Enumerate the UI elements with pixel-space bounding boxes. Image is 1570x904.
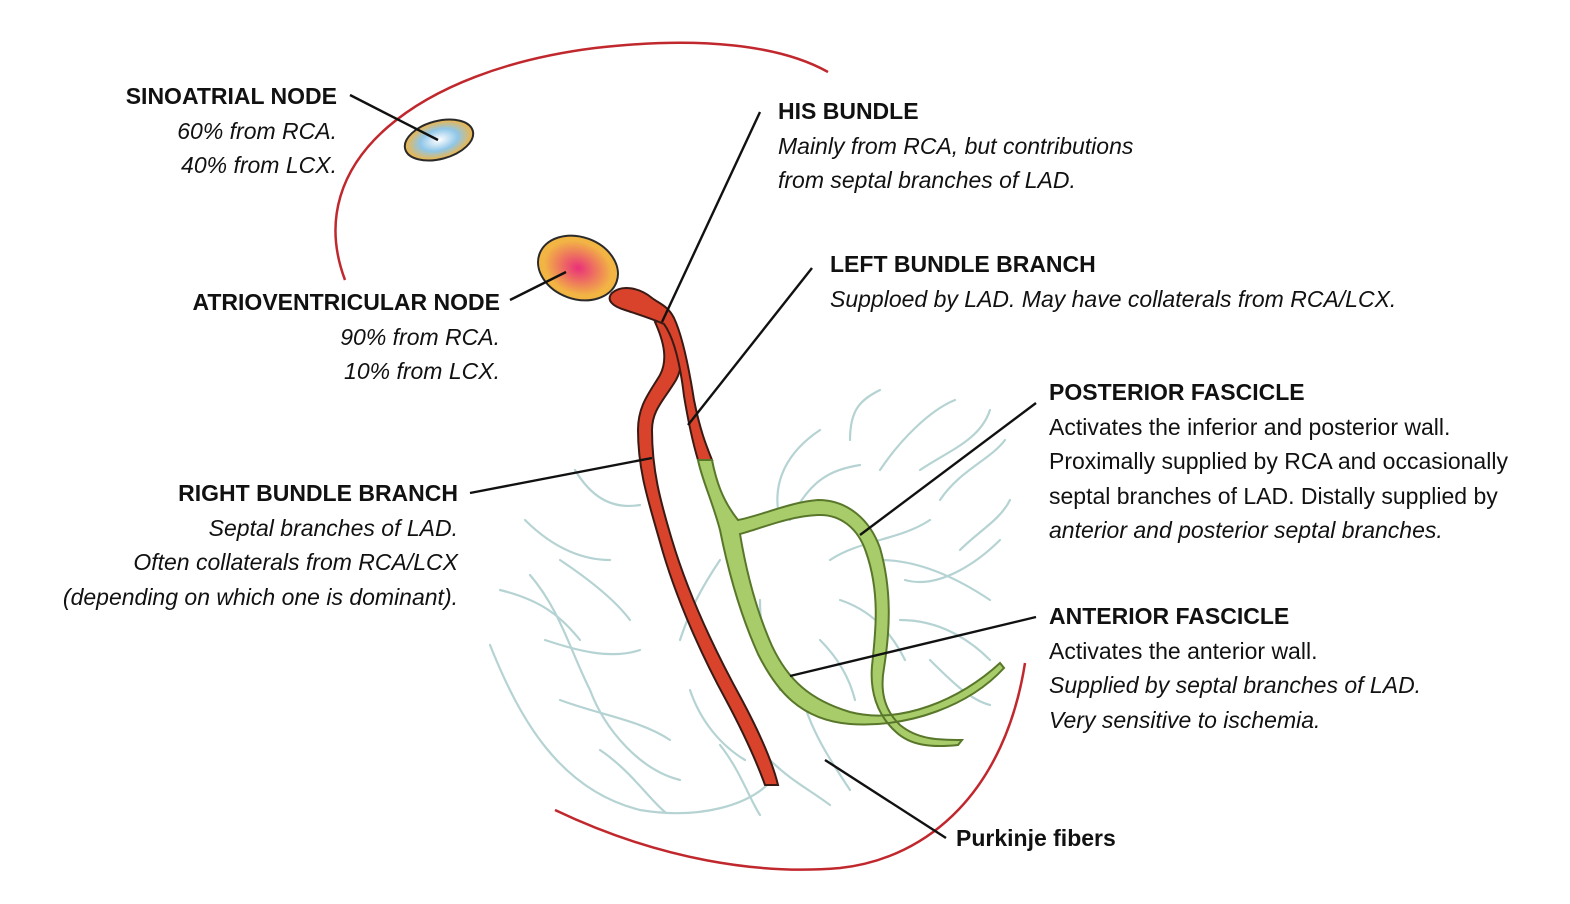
leader-sa	[349, 93, 439, 142]
anterior-fascicle-line-2: Supplied by septal branches of LAD.	[1049, 672, 1422, 698]
his-bundle-label: HIS BUNDLE Mainly from RCA, but contribu…	[778, 94, 1133, 198]
leader-purkinje	[824, 758, 947, 840]
atrioventricular-node-label: ATRIOVENTRICULAR NODE 90% from RCA. 10% …	[192, 285, 500, 389]
atrioventricular-node-line-2: 10% from LCX.	[344, 358, 500, 384]
leader-his	[660, 111, 762, 323]
posterior-fascicle-label: POSTERIOR FASCICLE Activates the inferio…	[1049, 375, 1508, 548]
his-bundle-line-2: from septal branches of LAD.	[778, 167, 1076, 193]
leader-av	[509, 270, 567, 302]
purkinje-fibers-title: Purkinje fibers	[956, 825, 1116, 851]
purkinje-fibers	[488, 388, 1012, 817]
sinoatrial-node-label: SINOATRIAL NODE 60% from RCA. 40% from L…	[126, 79, 337, 183]
right-bundle-branch-title: RIGHT BUNDLE BRANCH	[178, 480, 458, 506]
posterior-fascicle-line-2: Proximally supplied by RCA and occasiona…	[1049, 448, 1508, 474]
heart-outline-lower	[554, 662, 1027, 871]
leader-rbb	[469, 456, 653, 495]
his-bundle-title: HIS BUNDLE	[778, 98, 919, 124]
anterior-fascicle-line-3: Very sensitive to ischemia.	[1049, 706, 1321, 733]
left-bundle-branch-title: LEFT BUNDLE BRANCH	[830, 251, 1096, 277]
leader-pf	[859, 402, 1037, 536]
posterior-fascicle-line-4: anterior and posterior septal branches.	[1049, 517, 1443, 543]
atrioventricular-node-title: ATRIOVENTRICULAR NODE	[192, 289, 500, 315]
posterior-fascicle-line-1: Activates the inferior and posterior wal…	[1049, 413, 1451, 440]
atrioventricular-node-line-1: 90% from RCA.	[340, 323, 500, 350]
atrioventricular-node	[537, 234, 619, 302]
anterior-fascicle-title: ANTERIOR FASCICLE	[1049, 603, 1290, 629]
sinoatrial-node-line-1: 60% from RCA.	[177, 117, 337, 144]
heart-outline-upper	[334, 41, 829, 281]
left-bundle-branch-line-1: Supploed by LAD. May have collaterals fr…	[830, 285, 1397, 312]
anterior-fascicle-line-1: Activates the anterior wall.	[1049, 637, 1318, 664]
sinoatrial-node-title: SINOATRIAL NODE	[125, 83, 337, 109]
right-bundle-branch-line-1: Septal branches of LAD.	[208, 514, 458, 541]
leader-lbb	[687, 267, 813, 426]
left-bundle-branch	[696, 459, 1006, 748]
right-bundle-branch-label: RIGHT BUNDLE BRANCH Septal branches of L…	[63, 476, 458, 614]
leader-lines	[349, 93, 1037, 840]
right-bundle-branch-line-2: Often collaterals from RCA/LCX	[133, 549, 458, 575]
posterior-fascicle-title: POSTERIOR FASCICLE	[1049, 379, 1305, 405]
leader-af	[789, 615, 1037, 678]
posterior-fascicle-line-3: septal branches of LAD. Distally supplie…	[1049, 482, 1498, 509]
left-bundle-branch-label: LEFT BUNDLE BRANCH Supploed by LAD. May …	[830, 247, 1396, 316]
right-bundle-branch	[636, 316, 780, 786]
anterior-fascicle-label: ANTERIOR FASCICLE Activates the anterior…	[1049, 599, 1421, 737]
sinoatrial-node-line-2: 40% from LCX.	[181, 152, 337, 178]
sinoatrial-node	[403, 118, 475, 162]
right-bundle-branch-line-3: (depending on which one is dominant).	[62, 583, 458, 610]
purkinje-fibers-label: Purkinje fibers	[956, 821, 1116, 856]
his-bundle-line-1: Mainly from RCA, but contributions	[778, 132, 1134, 159]
